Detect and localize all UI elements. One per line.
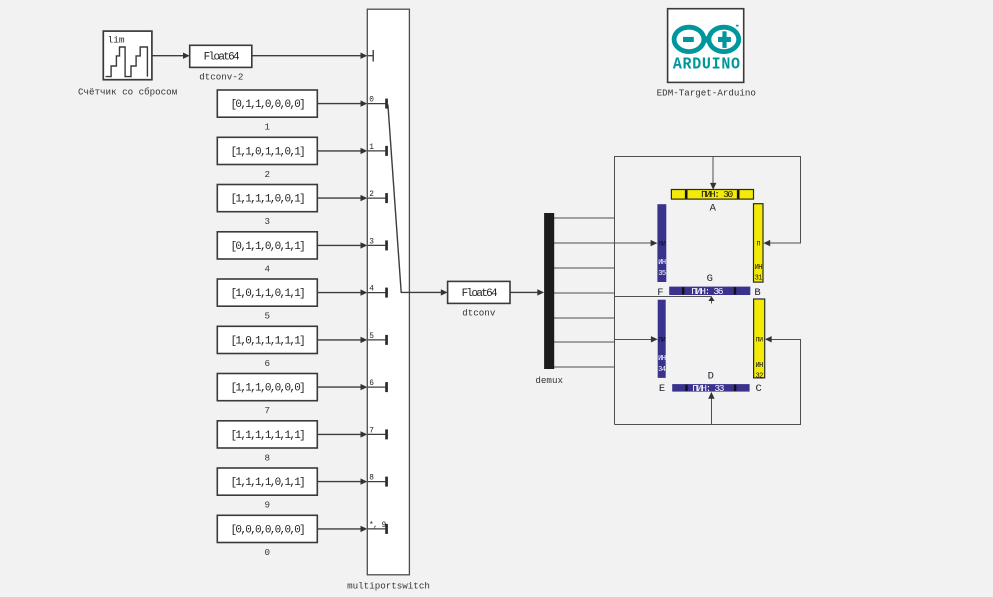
svg-text:C: C	[755, 383, 761, 395]
svg-text:ПИ: ПИ	[756, 336, 764, 343]
svg-text:6: 6	[369, 380, 374, 388]
svg-text:7: 7	[369, 427, 374, 435]
svg-text:[1,1,0,1,1,0,1]: [1,1,0,1,1,0,1]	[231, 147, 305, 159]
svg-text:ПИН: 36: ПИН: 36	[691, 286, 723, 297]
svg-text:ПИ: ПИ	[658, 241, 666, 248]
svg-text:dtconv-2: dtconv-2	[199, 72, 243, 83]
svg-text:0: 0	[369, 97, 374, 105]
svg-text:4: 4	[369, 286, 374, 294]
svg-text:Float64: Float64	[204, 52, 240, 64]
svg-text:Счётчик со сбросом: Счётчик со сбросом	[78, 86, 178, 97]
svg-text:ИН: ИН	[658, 259, 666, 267]
svg-text:*, 9: *, 9	[369, 522, 387, 530]
svg-text:8: 8	[369, 475, 374, 483]
svg-text:ИН: ИН	[755, 362, 763, 370]
svg-text:5: 5	[369, 333, 374, 341]
svg-text:1: 1	[265, 122, 271, 133]
svg-text:3: 3	[369, 238, 374, 246]
svg-text:6: 6	[265, 358, 271, 369]
svg-text:3: 3	[265, 216, 271, 227]
svg-text:[1,1,1,1,1,1,1]: [1,1,1,1,1,1,1]	[231, 430, 305, 442]
svg-text:[1,1,1,0,0,0,0]: [1,1,1,0,0,0,0]	[231, 383, 305, 395]
svg-text:Float64: Float64	[462, 288, 498, 300]
svg-text:multiportswitch: multiportswitch	[347, 581, 430, 592]
svg-text:B: B	[754, 287, 760, 299]
svg-text:8: 8	[265, 452, 271, 463]
svg-text:4: 4	[265, 263, 271, 274]
svg-text:A: A	[710, 203, 717, 215]
svg-text:32: 32	[755, 373, 763, 381]
svg-text:[1,0,1,1,1,1,1]: [1,0,1,1,1,1,1]	[231, 336, 305, 348]
svg-text:dtconv: dtconv	[462, 308, 496, 319]
svg-text:ПИН: 30: ПИН: 30	[701, 189, 733, 200]
svg-text:ИН: ИН	[658, 355, 666, 363]
svg-text:7: 7	[265, 405, 271, 416]
svg-text:2: 2	[265, 169, 271, 180]
svg-text:D: D	[708, 370, 714, 382]
svg-text:[0,1,1,0,0,1,1]: [0,1,1,0,0,1,1]	[231, 241, 305, 253]
svg-text:F: F	[657, 287, 663, 299]
svg-text:31: 31	[755, 275, 763, 283]
svg-text:34: 34	[658, 366, 666, 374]
svg-text:[1,1,1,1,0,0,1]: [1,1,1,1,0,0,1]	[231, 194, 305, 206]
svg-text:[0,1,1,0,0,0,0]: [0,1,1,0,0,0,0]	[231, 99, 305, 111]
svg-text:lim: lim	[108, 35, 125, 46]
svg-text:EDM-Target-Arduino: EDM-Target-Arduino	[657, 87, 756, 98]
svg-text:35: 35	[658, 270, 666, 278]
svg-text:9: 9	[265, 500, 271, 511]
svg-text:0: 0	[265, 547, 271, 558]
svg-text:ПИН: 33: ПИН: 33	[692, 383, 724, 394]
svg-text:[0,0,0,0,0,0,0]: [0,0,0,0,0,0,0]	[231, 525, 305, 537]
svg-text:G: G	[707, 273, 713, 285]
svg-text:[1,0,1,1,0,1,1]: [1,0,1,1,0,1,1]	[231, 288, 305, 300]
svg-text:[1,1,1,1,0,1,1]: [1,1,1,1,0,1,1]	[231, 477, 305, 489]
svg-text:ИН: ИН	[755, 264, 763, 272]
svg-text:E: E	[659, 383, 665, 395]
svg-text:2: 2	[369, 191, 374, 199]
svg-text:П: П	[756, 241, 760, 248]
svg-text:ARDUINO: ARDUINO	[673, 55, 741, 74]
svg-text:demux: demux	[535, 375, 563, 386]
svg-text:1: 1	[369, 144, 374, 152]
svg-text:5: 5	[265, 311, 271, 322]
svg-text:ПИ: ПИ	[658, 336, 666, 343]
